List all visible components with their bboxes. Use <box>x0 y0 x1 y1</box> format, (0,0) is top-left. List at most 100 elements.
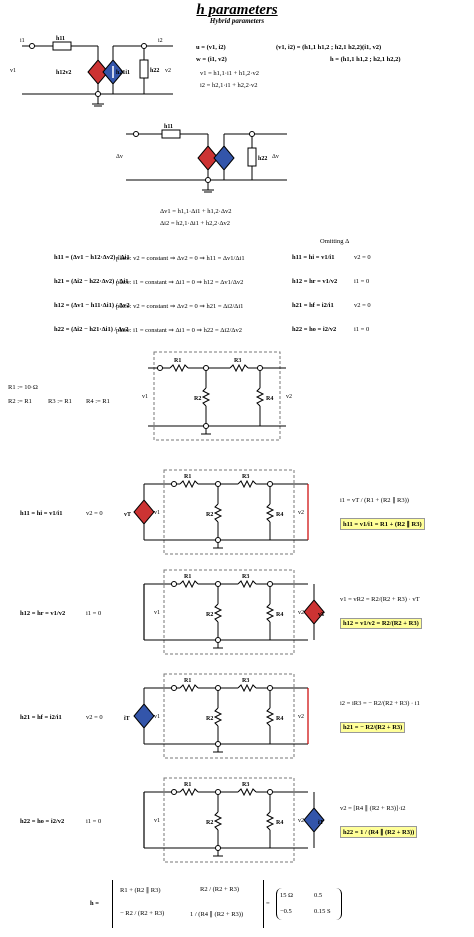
delta-eq1: Δv1 = h1,1·Δi1 + h1,2·Δv2 <box>160 208 232 215</box>
label-i1: i1 <box>20 38 25 44</box>
label-r4: R4 <box>276 612 283 618</box>
h-matrix-def: h = (h1,1 h1,2 ; h2,1 h2,2) <box>330 56 401 63</box>
page-title-block: h parameters Hybrid parameters <box>0 2 474 25</box>
label-source: vT <box>318 612 325 618</box>
derivation-cond: i1 = 0 <box>354 326 370 333</box>
derivation-result: h22 = ho = i2/v2 <box>292 326 337 333</box>
two-port-circuit: R1 R3 R2 R4 v1 v2 <box>142 351 292 441</box>
v11: 15 Ω <box>280 892 293 899</box>
case-eq: i2 = iR3 = − R2/(R2 + R3) · i1 <box>340 700 420 707</box>
label-r2: R2 <box>206 512 213 518</box>
v21: −0.5 <box>280 908 292 915</box>
case-result-box: h11 = v1/i1 = R1 + (R2 ∥ R3) <box>340 518 425 530</box>
derivation-place: place: i1 = constant ⇒ Δi1 = 0 ⇒ h12 = Δ… <box>116 279 244 286</box>
svg-text:Δv: Δv <box>272 154 279 160</box>
final-matrix: h = R1 + (R2 ∥ R3) R2 / (R2 + R3) − R2 /… <box>90 880 450 930</box>
case-eq: v2 = [R4 ∥ (R2 + R3)]·i2 <box>340 805 406 812</box>
page-title: h parameters <box>196 2 278 18</box>
label-v1: v1 <box>154 818 160 824</box>
derivation-result: h12 = hr = v1/v2 <box>292 278 338 285</box>
label-h22: h22 <box>150 68 159 74</box>
label-r3: R3 <box>242 574 249 580</box>
derivation-lhs: h11 = (Δv1 − h12·Δv2) / Δi1 <box>54 254 130 261</box>
label-v2: v2 <box>298 610 304 616</box>
case-def: h22 = ho = i2/v2 <box>20 818 65 825</box>
r1-def: R1 := 10·Ω <box>8 384 38 391</box>
label-r2: R2 <box>206 716 213 722</box>
label-r2: R2 <box>194 396 201 402</box>
delta-eq2: Δi2 = h2,1·Δi1 + h2,2·Δv2 <box>160 220 231 227</box>
label-h21i1: h21i1 <box>116 70 130 76</box>
label-r4: R4 <box>266 396 273 402</box>
label-source: iT <box>124 716 130 722</box>
label-source: vT <box>124 512 131 518</box>
m12: R2 / (R2 + R3) <box>200 886 240 893</box>
matrix-equation: (v1, i2) = (h1,1 h1,2 ; h2,1 h2,2)(i1, v… <box>276 44 382 51</box>
eq-v1: v1 = h1,1·i1 + h1,2·v2 <box>200 70 259 77</box>
h-model-circuit: i1 v1 h11 h12v2 h21i1 h22 v2 i2 <box>10 36 173 107</box>
dependent-source-icon <box>133 499 155 525</box>
node-1 <box>29 43 35 49</box>
derivation-cond: v2 = 0 <box>354 254 371 261</box>
svg-text:Δv: Δv <box>116 154 123 160</box>
label-h22-d: h22 <box>258 156 267 162</box>
derivation-place: place: i1 = constant ⇒ Δi1 = 0 ⇒ h22 = Δ… <box>116 327 242 334</box>
label-r3: R3 <box>242 782 249 788</box>
derivation-place: place: v2 = constant ⇒ Δv2 = 0 ⇒ h21 = Δ… <box>116 303 244 310</box>
label-v2: v2 <box>298 818 304 824</box>
case-eq: v1 = vR2 = R2/(R2 + R3) · vT <box>340 596 420 603</box>
label-v2: v2 <box>298 510 304 516</box>
label-v1-b: v1 <box>142 394 148 400</box>
dependent-source-icon <box>303 599 325 625</box>
w-vector: w = (i1, v2) <box>196 56 227 63</box>
v22: 0.15 S <box>314 908 331 915</box>
case-eq: i1 = vT / (R1 + (R2 ∥ R3)) <box>340 497 409 504</box>
dependent-source-icon <box>303 807 325 833</box>
label-h12v2: h12v2 <box>56 70 71 76</box>
node-2 <box>249 131 255 137</box>
derivation-lhs: h12 = (Δv1 − h11·Δi1) / Δv2 <box>54 302 130 309</box>
label-r3: R3 <box>234 358 241 364</box>
label-v1: v1 <box>10 68 16 74</box>
label-r1: R1 <box>174 358 181 364</box>
label-r1: R1 <box>184 574 191 580</box>
label-r1: R1 <box>184 782 191 788</box>
omitting-delta: Omitting Δ <box>320 238 350 245</box>
eq-i2: i2 = h2,1·i1 + h2,2·v2 <box>200 82 258 89</box>
derivation-result: h21 = hf = i2/i1 <box>292 302 334 309</box>
label-r1: R1 <box>184 474 191 480</box>
case-def: h11 = hi = v1/i1 <box>20 510 63 517</box>
dependent-source-icon <box>133 703 155 729</box>
label-v1: v1 <box>154 610 160 616</box>
label-r3: R3 <box>242 474 249 480</box>
m21: − R2 / (R2 + R3) <box>120 910 165 917</box>
derivation-cond: v2 = 0 <box>354 302 371 309</box>
case-result-box: h12 = v1/v2 = R2/(R2 + R3) <box>340 618 422 629</box>
case-cond: v2 = 0 <box>86 714 103 721</box>
label-v1: v1 <box>154 714 160 720</box>
node-0 <box>95 91 101 97</box>
node-0 <box>205 177 211 183</box>
label-r4: R4 <box>276 512 283 518</box>
label-h11: h11 <box>56 36 65 42</box>
label-v1: v1 <box>154 510 160 516</box>
label-r1: R1 <box>184 678 191 684</box>
derivation-place: place: v2 = constant ⇒ Δv2 = 0 ⇒ h11 = Δ… <box>116 255 245 262</box>
delta-circuit: Δv Δv h11 h22 <box>116 124 287 193</box>
label-r2: R2 <box>206 612 213 618</box>
case-cond: i1 = 0 <box>86 818 102 825</box>
derivation-cond: i1 = 0 <box>354 278 370 285</box>
case-def: h12 = hr = v1/v2 <box>20 610 66 617</box>
label-v2: v2 <box>165 68 171 74</box>
case-cond: v2 = 0 <box>86 510 103 517</box>
label-v2: v2 <box>298 714 304 720</box>
case-result-box: h22 = 1 / (R4 ∥ (R2 + R3)) <box>340 826 418 838</box>
derivation-result: h11 = hi = v1/i1 <box>292 254 335 261</box>
r4-def: R4 := R1 <box>86 398 110 405</box>
label-source: iT <box>318 820 324 826</box>
